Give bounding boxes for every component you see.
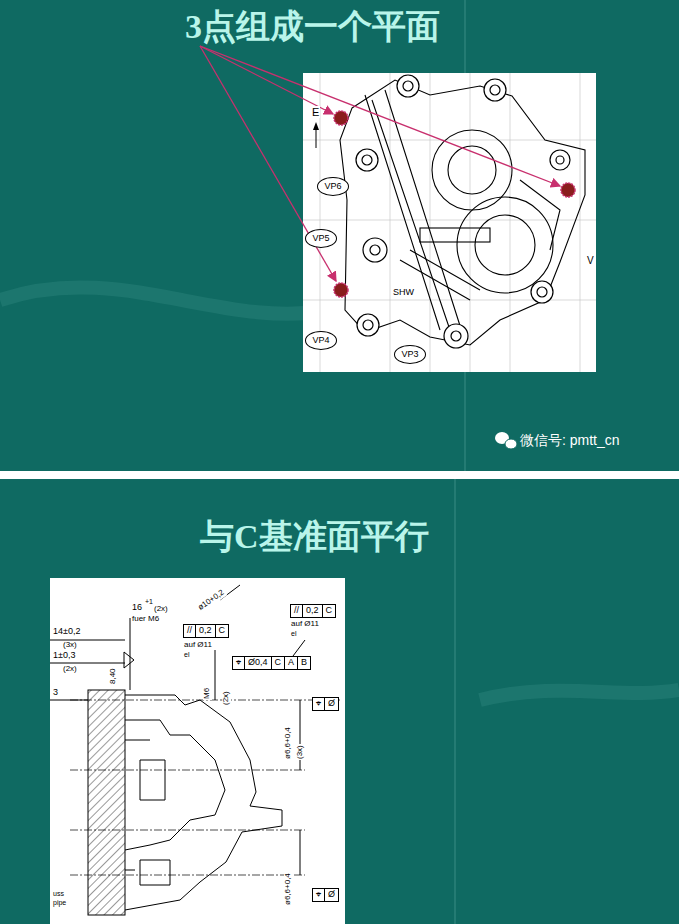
note: pipe	[52, 899, 67, 907]
count-note: (3x)	[62, 641, 78, 650]
frame-cell: ⌖	[313, 698, 325, 710]
count-note: (3x)	[296, 744, 305, 760]
frame-cell: C	[216, 625, 229, 637]
support-point-circle: VP4	[305, 331, 337, 350]
slide-title: 3点组成一个平面	[185, 8, 440, 45]
dimension: 3	[52, 688, 59, 698]
dimension: 1±0,3	[52, 651, 76, 661]
thread-note: fuer M6	[131, 615, 160, 624]
support-point-circle: VP3	[394, 345, 426, 364]
feature-control-frame: ⌖Ø	[312, 888, 339, 902]
frame-cell: Ø	[325, 889, 338, 901]
frame-cell: ⌖	[313, 889, 325, 901]
thread-note: M6	[203, 687, 212, 700]
callout-partial: V	[586, 255, 595, 266]
hole-dimension: ø6,6+0,4	[284, 726, 293, 760]
note: uss	[52, 890, 65, 898]
note: el	[290, 630, 297, 638]
scope-note: auf Ø11	[290, 620, 320, 629]
point-label: VP6	[324, 181, 341, 191]
watermark: 微信号: pmtt_cn	[520, 433, 620, 448]
feature-control-frame: //0,2C	[183, 624, 229, 638]
frame-cell: A	[285, 657, 298, 669]
frame-cell: C	[323, 605, 336, 617]
point-label: VP5	[312, 233, 329, 243]
dimension: 14±0,2	[52, 627, 81, 637]
scope-note: auf Ø11	[183, 641, 213, 650]
dimension: 8,40	[109, 667, 118, 685]
frame-cell: 0,2	[303, 605, 323, 617]
note: el	[183, 651, 190, 659]
frame-cell: C	[272, 657, 286, 669]
feature-control-frame: //0,2C	[290, 604, 336, 618]
frame-cell: //	[184, 625, 196, 637]
count-note: (2x)	[62, 665, 78, 674]
hole-dimension: ø6,6+0,4	[284, 872, 293, 906]
logo-text: SHW	[392, 288, 415, 298]
frame-cell: Ø	[325, 698, 338, 710]
point-label: VP3	[401, 349, 418, 359]
frame-cell: ⌖	[233, 657, 245, 669]
dimension: 16	[131, 603, 143, 613]
frame-cell: //	[291, 605, 303, 617]
feature-control-frame: ⌖Ø0,4CAB	[232, 656, 311, 670]
count-note: (2x)	[222, 690, 231, 706]
frame-cell: 0,2	[196, 625, 216, 637]
count-note: (2x)	[153, 605, 169, 614]
view-letter: E	[311, 106, 320, 118]
support-point-circle: VP6	[317, 177, 349, 196]
frame-cell: Ø0,4	[245, 657, 272, 669]
feature-control-frame: ⌖Ø	[312, 697, 339, 711]
slide-title: 与C基准面平行	[200, 518, 429, 555]
support-point-circle: VP5	[305, 229, 337, 248]
frame-cell: B	[298, 657, 310, 669]
point-label: VP4	[312, 335, 329, 345]
